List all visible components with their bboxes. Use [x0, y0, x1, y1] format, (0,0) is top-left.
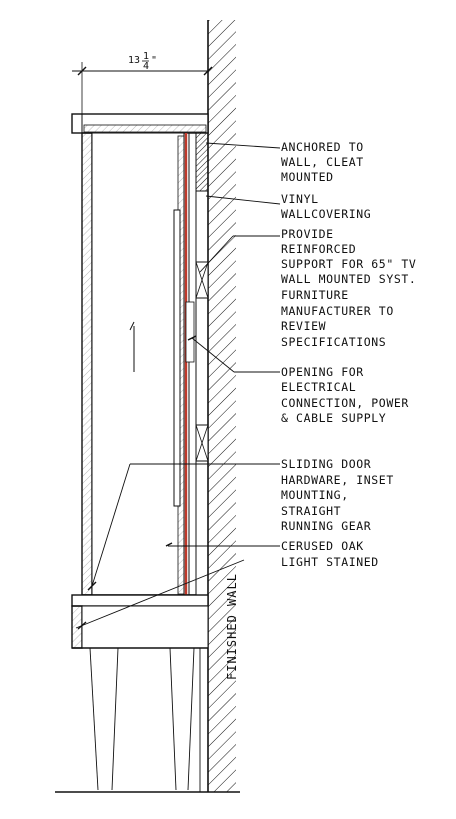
finished-wall-label: FINISHED WALL [225, 573, 239, 680]
note-line: HARDWARE, INSET [281, 473, 394, 487]
note-line: RUNNING GEAR [281, 519, 371, 533]
note-line: & CABLE SUPPLY [281, 411, 386, 425]
note-opening: OPENING FOR ELECTRICAL CONNECTION, POWER… [281, 365, 409, 425]
note-line: ELECTRICAL [281, 380, 356, 394]
note-sliding: SLIDING DOOR HARDWARE, INSET MOUNTING, S… [281, 457, 394, 533]
note-oak: CERUSED OAK LIGHT STAINED [281, 539, 379, 569]
dimension-unit: " [151, 55, 157, 66]
note-line: PROVIDE [281, 227, 334, 241]
note-reinforced: PROVIDE REINFORCED SUPPORT FOR 65" TV WA… [281, 227, 416, 349]
note-vinyl: VINYL WALLCOVERING [281, 192, 371, 221]
note-line: VINYL [281, 192, 319, 206]
note-line: MOUNTED [281, 170, 334, 184]
note-line: LIGHT STAINED [281, 555, 379, 569]
dimension-fraction-numerator: 1 [143, 51, 149, 62]
note-line: MOUNTING, [281, 488, 349, 502]
note-anchored: ANCHORED TO WALL, CLEAT MOUNTED [281, 140, 364, 184]
top-cap [71, 113, 209, 134]
width-dimension: 13 1 4 " [72, 51, 213, 115]
note-line: WALLCOVERING [281, 207, 371, 221]
tv-panel [173, 209, 195, 507]
vinyl-wallcovering [184, 133, 197, 595]
note-line: ANCHORED TO [281, 140, 364, 154]
note-line: REVIEW [281, 319, 326, 333]
note-line: SPECIFICATIONS [281, 335, 386, 349]
note-line: SLIDING DOOR [281, 457, 371, 471]
door-direction-arrow [129, 321, 135, 372]
dimension-whole: 13 [128, 55, 140, 66]
note-line: FURNITURE [281, 288, 349, 302]
note-line: WALL, CLEAT [281, 155, 364, 169]
blocking-lower [195, 424, 209, 462]
note-line: SUPPORT FOR 65" TV [281, 257, 416, 271]
dimension-fraction-denominator: 4 [143, 61, 149, 72]
note-line: STRAIGHT [281, 504, 341, 518]
note-line: MANUFACTURER TO [281, 304, 394, 318]
blocking-upper [195, 261, 209, 299]
note-line: CERUSED OAK [281, 539, 364, 553]
note-line: REINFORCED [281, 242, 356, 256]
wall-cleat [195, 132, 209, 192]
furniture-legs [89, 647, 201, 792]
note-line: OPENING FOR [281, 365, 364, 379]
leader-lines [75, 142, 281, 630]
note-line: CONNECTION, POWER [281, 396, 409, 410]
note-line: WALL MOUNTED SYST. [281, 272, 416, 286]
base-plinth [71, 594, 209, 649]
